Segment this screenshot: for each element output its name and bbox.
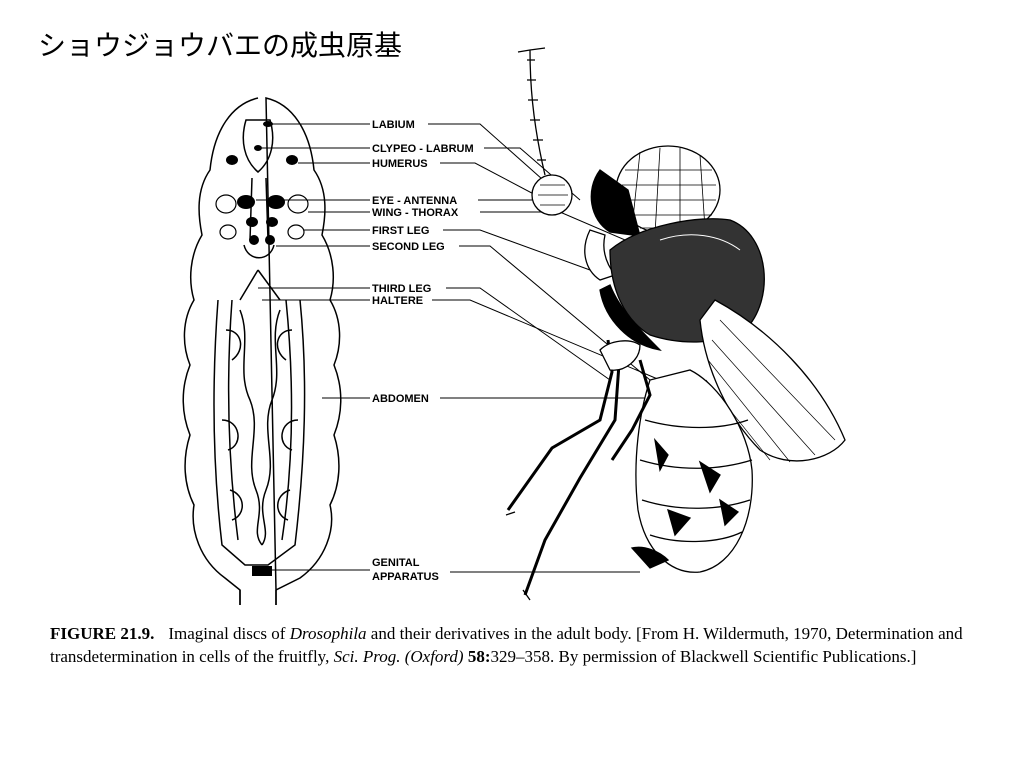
label-first-leg: FIRST LEG xyxy=(372,225,429,237)
adult-fly-drawing xyxy=(505,47,846,601)
label-labium: LABIUM xyxy=(372,119,415,131)
label-abdomen: ABDOMEN xyxy=(372,393,429,405)
diagram-labels: LABIUM CLYPEO - LABRUM HUMERUS EYE - ANT… xyxy=(372,119,474,583)
label-genital: GENITAL xyxy=(372,557,420,569)
drosophila-figure: LABIUM CLYPEO - LABRUM HUMERUS EYE - ANT… xyxy=(182,47,846,605)
label-eye-antenna: EYE - ANTENNA xyxy=(372,195,457,207)
slide-title: ショウジョウバエの成虫原基 xyxy=(38,29,403,62)
larva-discs xyxy=(226,121,298,576)
caption-text-1: Imaginal discs of xyxy=(168,624,290,643)
caption-volume: 58: xyxy=(467,647,491,666)
label-clypeo-labrum: CLYPEO - LABRUM xyxy=(372,143,474,155)
label-haltere: HALTERE xyxy=(372,295,423,307)
label-second-leg: SECOND LEG xyxy=(372,241,445,253)
label-humerus: HUMERUS xyxy=(372,158,428,170)
caption-text-3: 329–358. By permission of Blackwell Scie… xyxy=(490,647,917,666)
label-third-leg: THIRD LEG xyxy=(372,283,431,295)
leader-lines xyxy=(256,123,661,573)
figure-number: FIGURE 21.9. xyxy=(50,624,155,643)
larva-drawing xyxy=(182,97,342,605)
figure-caption: FIGURE 21.9. Imaginal discs of Drosophila… xyxy=(50,622,980,668)
label-apparatus: APPARATUS xyxy=(372,571,439,583)
caption-journal: Sci. Prog. (Oxford) xyxy=(333,647,464,666)
caption-text-2: and their derivatives in the adult body.… xyxy=(50,624,963,666)
caption-genus: Drosophila xyxy=(289,624,367,643)
label-wing-thorax: WING - THORAX xyxy=(372,207,459,219)
